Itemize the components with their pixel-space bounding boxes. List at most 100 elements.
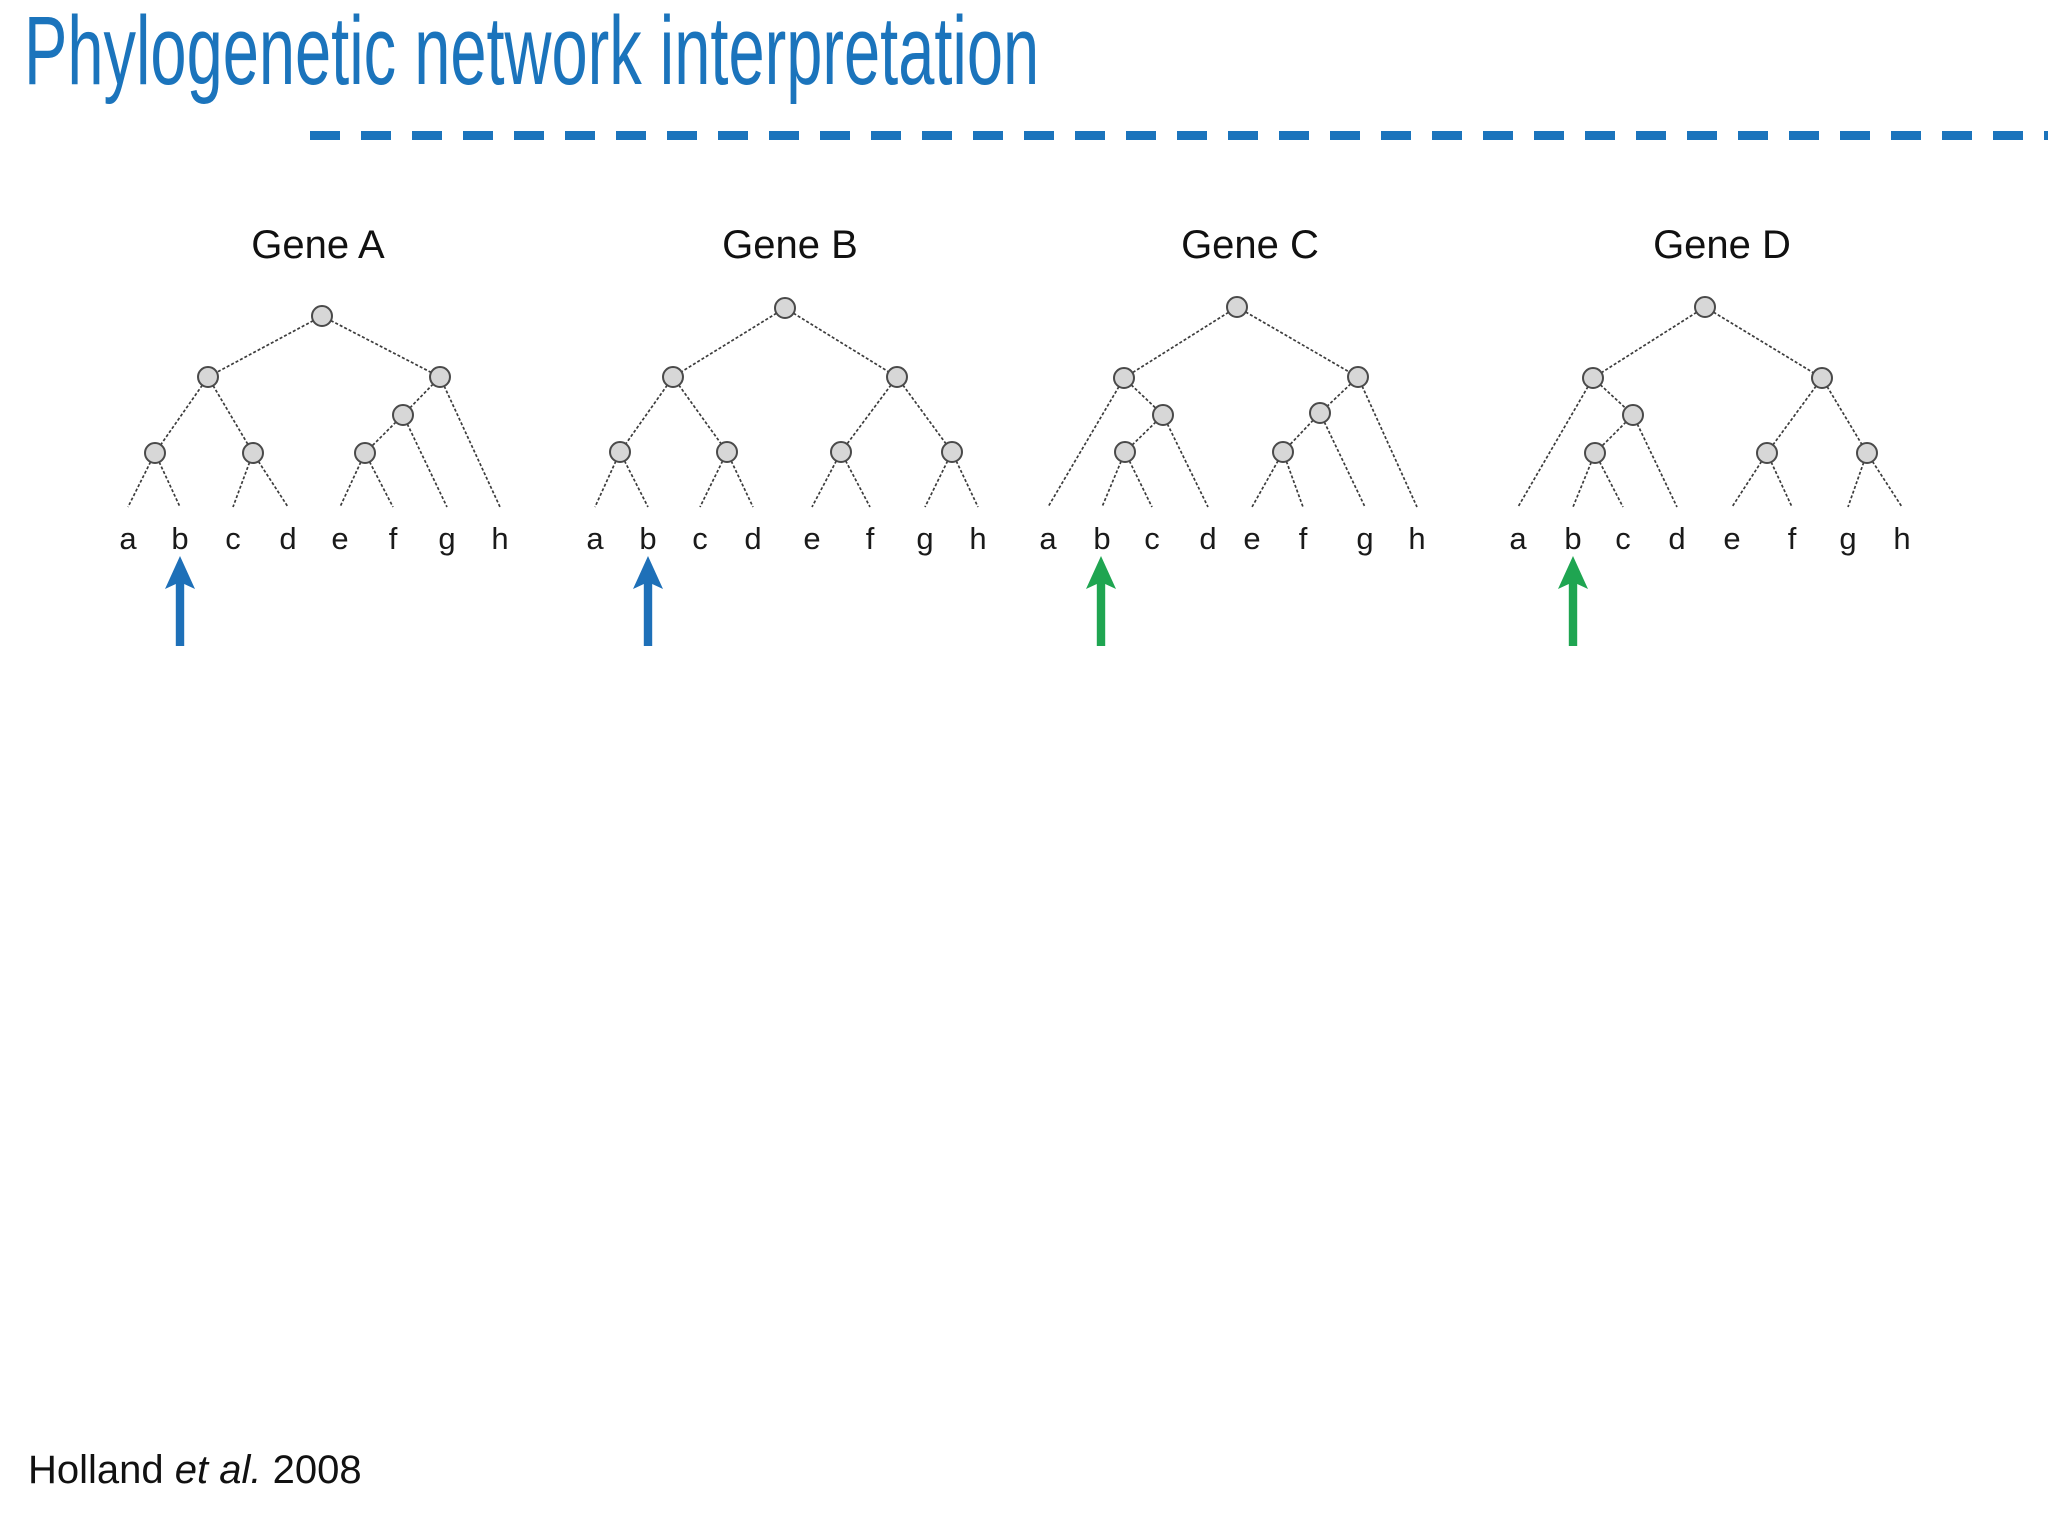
tree-node — [716, 441, 738, 463]
tree-node — [1309, 402, 1331, 424]
tree-edge — [207, 376, 254, 454]
leaf-label-h: h — [491, 521, 508, 556]
citation-prefix: Holland — [28, 1448, 175, 1492]
leaf-label-c: c — [692, 521, 708, 556]
tree-edge — [207, 315, 323, 378]
tree-edge — [1632, 414, 1678, 508]
tree-edge — [439, 376, 501, 508]
tree-edge — [896, 376, 953, 453]
gene-title: Gene A — [251, 223, 385, 267]
tree-node — [1114, 441, 1136, 463]
leaf-label-h: h — [1408, 521, 1425, 556]
leaf-label-a: a — [1039, 521, 1057, 556]
tree-node — [1756, 442, 1778, 464]
tree-edge — [1123, 306, 1238, 379]
leaf-label-d: d — [279, 521, 296, 556]
leaf-label-h: h — [969, 521, 986, 556]
leaf-label-b: b — [1093, 521, 1110, 556]
tree-node — [1584, 442, 1606, 464]
leaf-label-f: f — [1788, 521, 1797, 556]
leaf-label-a: a — [119, 521, 137, 556]
tree-node — [1347, 366, 1369, 388]
tree-node — [1152, 404, 1174, 426]
tree-edge — [1766, 377, 1823, 454]
gene-title: Gene D — [1653, 223, 1791, 267]
tree-node — [144, 442, 166, 464]
tree-node — [1272, 441, 1294, 463]
leaf-label-f: f — [866, 521, 875, 556]
tree-node — [429, 366, 451, 388]
tree-node — [1856, 442, 1878, 464]
tree-edge — [1236, 306, 1359, 378]
tree-edge — [1123, 377, 1164, 416]
tree-node — [242, 442, 264, 464]
title-underline-dashed-line — [310, 131, 2048, 140]
tree-edge — [1821, 377, 1868, 454]
tree-node — [392, 404, 414, 426]
tree-edge — [1592, 306, 1706, 379]
tree-node — [830, 441, 852, 463]
citation-etal: et al. — [174, 1448, 262, 1492]
slide-title: Phylogenetic network interpretation — [24, 0, 1040, 105]
tree-edge — [1357, 376, 1418, 508]
tree-edge — [321, 315, 441, 378]
tree-edge — [232, 452, 254, 508]
leaf-label-a: a — [1509, 521, 1527, 556]
tree-node — [1811, 367, 1833, 389]
leaf-label-e: e — [803, 521, 820, 556]
tree-edge — [1282, 412, 1321, 453]
tree-node — [941, 441, 963, 463]
tree-edge — [1319, 412, 1366, 508]
tree-node — [662, 366, 684, 388]
highlight-arrow — [633, 556, 663, 646]
leaf-label-h: h — [1893, 521, 1910, 556]
tree-edge — [1124, 414, 1164, 453]
tree-edge — [364, 414, 404, 454]
leaf-label-g: g — [916, 521, 933, 556]
leaf-label-d: d — [744, 521, 761, 556]
tree-edge — [1847, 452, 1868, 508]
tree-node — [1694, 296, 1716, 318]
leaf-label-f: f — [389, 521, 398, 556]
tree-node — [1113, 367, 1135, 389]
tree-node — [1582, 367, 1604, 389]
highlight-arrow — [165, 556, 195, 646]
tree-edge — [1162, 414, 1209, 508]
leaf-label-b: b — [171, 521, 188, 556]
tree-edge — [1319, 376, 1359, 414]
tree-edge — [672, 307, 786, 378]
tree-edge — [402, 414, 448, 508]
tree-node — [886, 366, 908, 388]
tree-node — [1622, 404, 1644, 426]
leaf-label-e: e — [1243, 521, 1260, 556]
tree-edge — [619, 376, 674, 453]
leaf-label-d: d — [1199, 521, 1216, 556]
tree-node — [774, 297, 796, 319]
tree-edge — [784, 307, 898, 378]
highlight-arrow — [1558, 556, 1588, 646]
citation: Holland et al. 2008 — [28, 1448, 362, 1493]
tree-edge — [672, 376, 728, 453]
tree-node — [609, 441, 631, 463]
leaf-label-g: g — [1356, 521, 1373, 556]
tree-edge — [1047, 377, 1125, 508]
tree-node — [354, 442, 376, 464]
tree-node — [1226, 296, 1248, 318]
tree-edge — [402, 376, 441, 416]
tree-edge — [1594, 414, 1634, 454]
leaf-label-e: e — [1723, 521, 1740, 556]
leaf-label-g: g — [1839, 521, 1856, 556]
leaf-label-c: c — [1615, 521, 1631, 556]
gene-title: Gene C — [1181, 223, 1319, 267]
leaf-label-d: d — [1668, 521, 1685, 556]
leaf-label-e: e — [331, 521, 348, 556]
tree-edge — [154, 376, 209, 454]
leaf-label-f: f — [1299, 521, 1308, 556]
tree-edge — [840, 376, 898, 453]
leaf-label-b: b — [639, 521, 656, 556]
